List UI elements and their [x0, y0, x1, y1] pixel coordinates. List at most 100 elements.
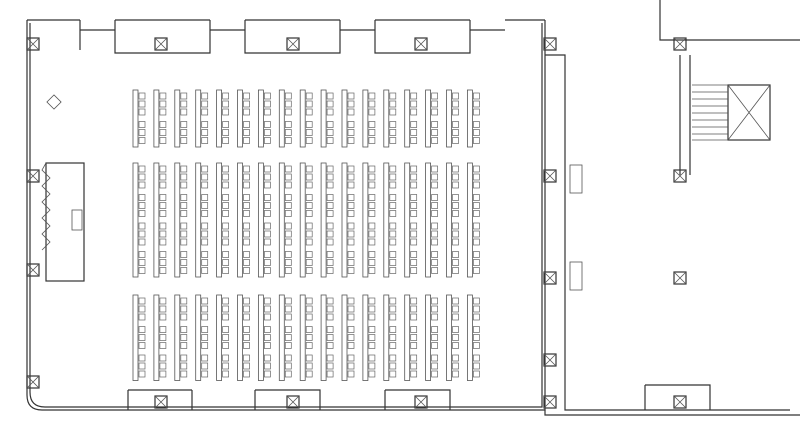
column — [26, 263, 40, 277]
chair — [452, 202, 459, 209]
chair — [473, 251, 480, 258]
chair — [347, 313, 355, 321]
chair — [201, 259, 209, 266]
chair — [368, 222, 376, 230]
table — [446, 294, 452, 381]
table — [383, 89, 390, 148]
chair — [452, 137, 459, 144]
chair — [201, 222, 209, 230]
chair — [389, 100, 397, 108]
chair — [222, 173, 229, 181]
structural-columns — [26, 37, 687, 409]
chair — [473, 370, 480, 378]
chair — [368, 267, 376, 274]
table — [320, 294, 327, 381]
chair — [264, 137, 271, 144]
chair — [326, 92, 334, 100]
chair — [180, 370, 188, 378]
chair — [368, 173, 376, 181]
chair — [431, 342, 438, 349]
chair — [347, 267, 355, 274]
chair — [284, 100, 292, 108]
chair — [473, 92, 480, 100]
chair — [243, 92, 250, 100]
chair — [284, 165, 292, 173]
chair — [222, 92, 229, 100]
chair — [201, 108, 209, 116]
column — [543, 169, 557, 183]
chair — [389, 137, 397, 144]
chair — [243, 222, 250, 230]
chair — [410, 129, 418, 136]
chair — [138, 259, 146, 266]
chair — [159, 210, 167, 217]
table — [425, 162, 432, 278]
chair — [222, 305, 229, 313]
table — [320, 162, 327, 278]
chair — [473, 210, 480, 217]
chair — [347, 100, 355, 108]
chair — [473, 354, 480, 362]
chair — [159, 181, 167, 189]
table — [362, 294, 369, 381]
chair — [305, 297, 313, 305]
chair — [284, 370, 292, 378]
column — [26, 37, 40, 51]
chair — [410, 222, 418, 230]
chair — [180, 251, 188, 258]
chair — [431, 334, 438, 341]
table — [341, 162, 348, 278]
chair — [243, 173, 250, 181]
chair — [347, 137, 355, 144]
stairs — [679, 55, 771, 175]
chair — [138, 230, 146, 238]
chair — [389, 313, 397, 321]
chair — [264, 267, 271, 274]
chair — [410, 342, 418, 349]
chair — [243, 100, 250, 108]
chair — [222, 121, 229, 128]
table — [132, 162, 139, 278]
chair — [305, 202, 313, 209]
chair — [201, 210, 209, 217]
chair — [347, 342, 355, 349]
chair — [473, 326, 480, 333]
chair — [389, 121, 397, 128]
chair — [159, 238, 167, 246]
chair — [410, 334, 418, 341]
table — [466, 162, 473, 278]
chair — [159, 362, 167, 370]
table — [404, 89, 411, 148]
chair — [138, 210, 146, 217]
chair — [180, 230, 188, 238]
chair — [264, 222, 271, 230]
chair — [389, 210, 397, 217]
table — [257, 89, 264, 148]
table — [195, 162, 202, 278]
chair — [243, 230, 250, 238]
chair — [473, 267, 480, 274]
chair — [284, 267, 292, 274]
chair — [326, 210, 334, 217]
chair — [284, 259, 292, 266]
chair — [431, 194, 438, 201]
chair — [431, 100, 438, 108]
chair — [326, 342, 334, 349]
chair — [473, 297, 480, 305]
podium — [46, 94, 62, 110]
chair — [368, 326, 376, 333]
column — [26, 169, 40, 183]
chair — [410, 238, 418, 246]
chair — [473, 342, 480, 349]
chair — [410, 108, 418, 116]
chair — [368, 362, 376, 370]
chair — [347, 230, 355, 238]
chair — [326, 121, 334, 128]
chair — [243, 181, 250, 189]
chair — [201, 313, 209, 321]
chair — [431, 165, 438, 173]
chair — [264, 370, 271, 378]
table — [153, 162, 160, 278]
chair — [368, 238, 376, 246]
chair — [138, 108, 146, 116]
